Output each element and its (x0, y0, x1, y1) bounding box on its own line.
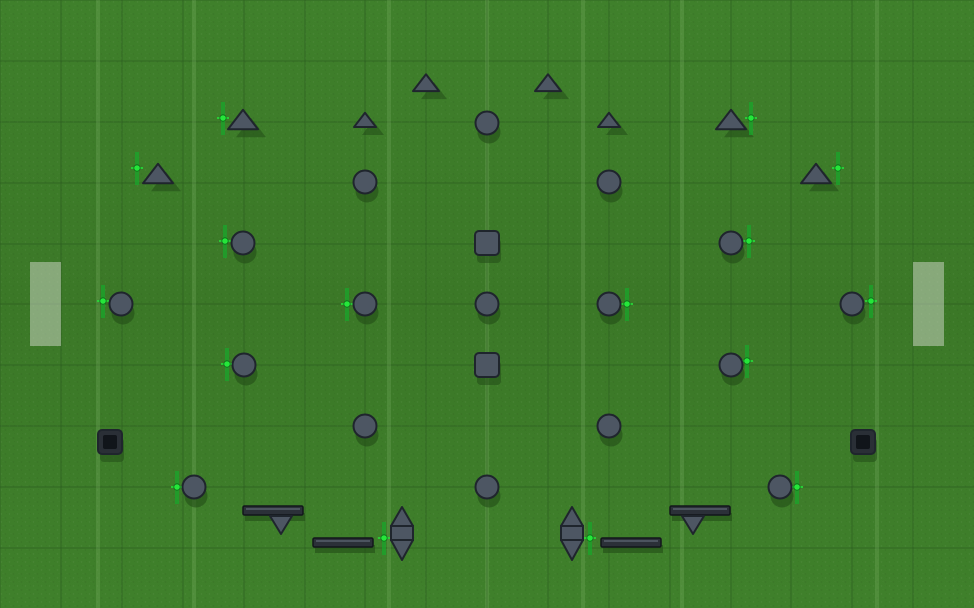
round-bunker-icon[interactable] (352, 169, 378, 195)
stack-bottom (560, 539, 584, 561)
spawn-marker-icon[interactable] (221, 348, 233, 381)
spawn-marker-icon[interactable] (378, 522, 390, 555)
bunkers (97, 73, 876, 561)
marker-dot (173, 483, 181, 491)
bunker-shadow (603, 545, 663, 553)
round-bunker-icon[interactable] (352, 413, 378, 439)
round-bunker-icon[interactable] (718, 230, 744, 256)
marker-dot (745, 237, 753, 245)
stack-bottom (390, 539, 414, 561)
stack-middle (390, 525, 414, 541)
triangle-bunker-icon[interactable] (353, 111, 377, 129)
triangle-bunker-icon[interactable] (681, 515, 705, 535)
round-bunker-icon[interactable] (839, 291, 865, 317)
marker-dot (793, 483, 801, 491)
marker-dot (747, 114, 755, 122)
wall-highlight (316, 540, 370, 542)
round-bunker-icon[interactable] (596, 413, 622, 439)
spawn-marker-icon[interactable] (341, 288, 353, 321)
spawn-marker-icon[interactable] (745, 102, 757, 135)
round-bunker-icon[interactable] (108, 291, 134, 317)
stacked-bunker-icon[interactable] (390, 506, 414, 561)
wall-bunker-icon[interactable] (669, 505, 731, 516)
triangle-bunker-icon[interactable] (715, 108, 747, 131)
marker-dot (380, 534, 388, 542)
field-stripe (875, 0, 879, 608)
spawn-marker-icon[interactable] (217, 102, 229, 135)
round-bunker-icon[interactable] (596, 169, 622, 195)
wall-bunker-icon[interactable] (600, 537, 662, 548)
field-stripe (96, 0, 100, 608)
round-bunker-icon[interactable] (718, 352, 744, 378)
stack-middle (560, 525, 584, 541)
marker-dot (221, 237, 229, 245)
triangle-bunker-icon[interactable] (800, 162, 832, 185)
round-bunker-icon[interactable] (474, 291, 500, 317)
marker-dot (623, 300, 631, 308)
marker-dot (867, 297, 875, 305)
spawn-marker-icon[interactable] (743, 225, 755, 258)
spawn-marker-icon[interactable] (832, 152, 844, 185)
field-stripe (387, 0, 391, 608)
spawn-marker-icon[interactable] (171, 471, 183, 504)
spawn-marker-icon[interactable] (791, 471, 803, 504)
triangle-bunker-icon[interactable] (534, 73, 562, 93)
field-stripe (680, 0, 684, 608)
triangle-bunker-icon[interactable] (142, 162, 174, 185)
field-stripe (581, 0, 585, 608)
marker-dot (223, 360, 231, 368)
marker-dot (834, 164, 842, 172)
marker-dot (219, 114, 227, 122)
spawn-marker-icon[interactable] (584, 522, 596, 555)
goal-zone-right (913, 262, 944, 346)
spawn-marker-icon[interactable] (741, 345, 753, 378)
wall-bunker-icon[interactable] (242, 505, 304, 516)
wall-highlight (673, 508, 727, 510)
spawn-markers (97, 102, 877, 555)
round-bunker-icon[interactable] (231, 352, 257, 378)
marker-dot (133, 164, 141, 172)
round-bunker-icon[interactable] (230, 230, 256, 256)
square-bunker-inner (856, 435, 870, 449)
marker-dot (99, 297, 107, 305)
wall-highlight (604, 540, 658, 542)
spawn-marker-icon[interactable] (131, 152, 143, 185)
stacked-bunker-icon[interactable] (560, 506, 584, 561)
triangle-bunker-icon[interactable] (597, 111, 621, 129)
bunker-shadow (315, 545, 375, 553)
wall-highlight (246, 508, 300, 510)
spawn-marker-icon[interactable] (97, 285, 109, 318)
round-bunker-icon[interactable] (474, 474, 500, 500)
triangle-bunker-icon[interactable] (412, 73, 440, 93)
wall-bunker-icon[interactable] (312, 537, 374, 548)
field-stripe (192, 0, 196, 608)
marker-dot (586, 534, 594, 542)
square-bunker-inner (103, 435, 117, 449)
triangle-bunker-icon[interactable] (269, 515, 293, 535)
goal-zone-left (30, 262, 61, 346)
square-bunker-icon[interactable] (474, 352, 500, 378)
marker-dot (743, 357, 751, 365)
square-bunker-icon[interactable] (474, 230, 500, 256)
round-bunker-icon[interactable] (596, 291, 622, 317)
round-bunker-icon[interactable] (474, 110, 500, 136)
spawn-marker-icon[interactable] (219, 225, 231, 258)
spawn-marker-icon[interactable] (621, 288, 633, 321)
round-bunker-icon[interactable] (352, 291, 378, 317)
spawn-marker-icon[interactable] (865, 285, 877, 318)
triangle-bunker-icon[interactable] (227, 108, 259, 131)
round-bunker-icon[interactable] (181, 474, 207, 500)
marker-dot (343, 300, 351, 308)
round-bunker-icon[interactable] (767, 474, 793, 500)
